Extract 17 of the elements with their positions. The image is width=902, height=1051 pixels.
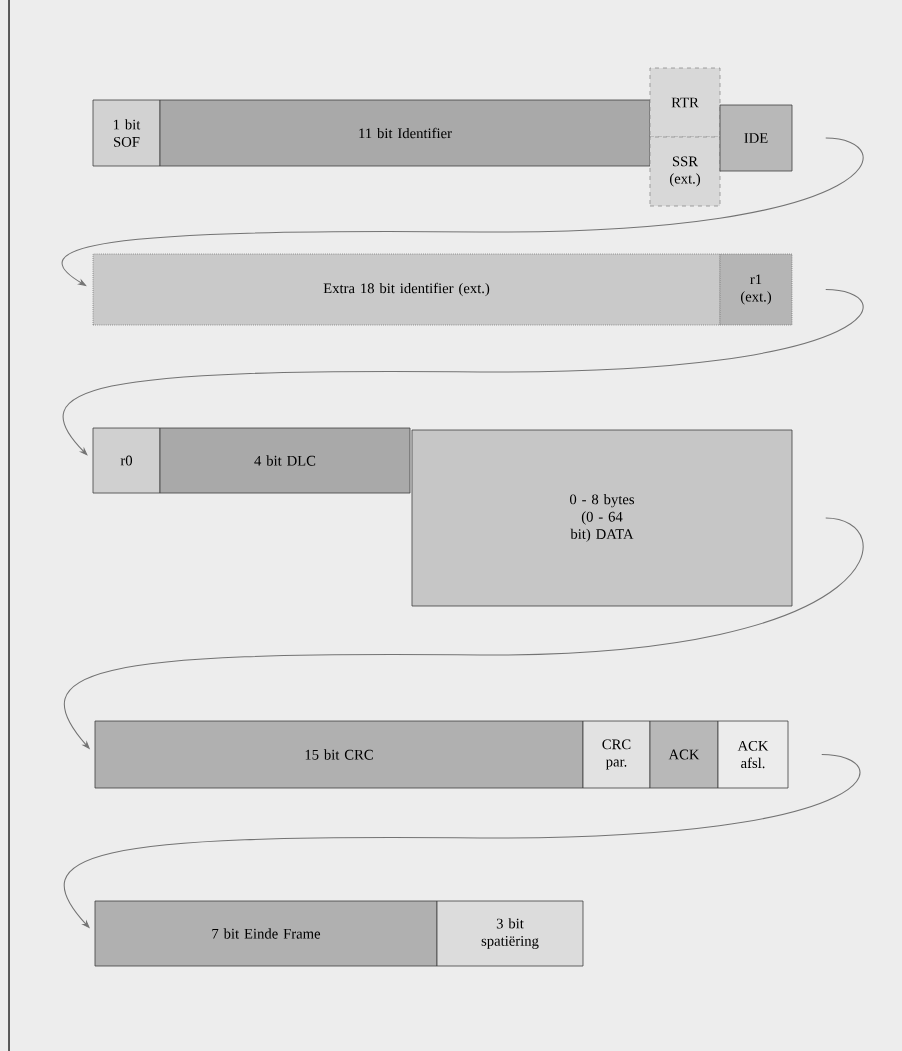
bit-field-box: ACK afsl. [717,720,789,789]
bit-field-box: 0 - 8 bytes (0 - 64 bit) DATA [411,429,793,607]
bit-field-box: 11 bit Identifier [159,99,651,167]
bit-field-box: 4 bit DLC [159,427,411,494]
bit-field-box: Extra 18 bit identifier (ext.) [92,253,721,326]
bit-field-box: r0 [92,427,161,494]
bit-field-box: 1 bit SOF [92,99,161,167]
bit-field-box: CRC par. [582,720,651,789]
bit-field-box: 3 bit spatiëring [436,900,584,967]
bit-field-box: 15 bit CRC [94,720,584,789]
curved-arrow [63,288,863,456]
bit-field-box: IDE [719,104,793,172]
bit-field-box: SSR (ext.) [649,136,721,207]
bit-field-box: r1 (ext.) [719,253,793,326]
bit-field-box: 7 bit Einde Frame [94,900,438,967]
bit-field-box: RTR [649,67,721,138]
bit-field-box: ACK [649,720,719,789]
